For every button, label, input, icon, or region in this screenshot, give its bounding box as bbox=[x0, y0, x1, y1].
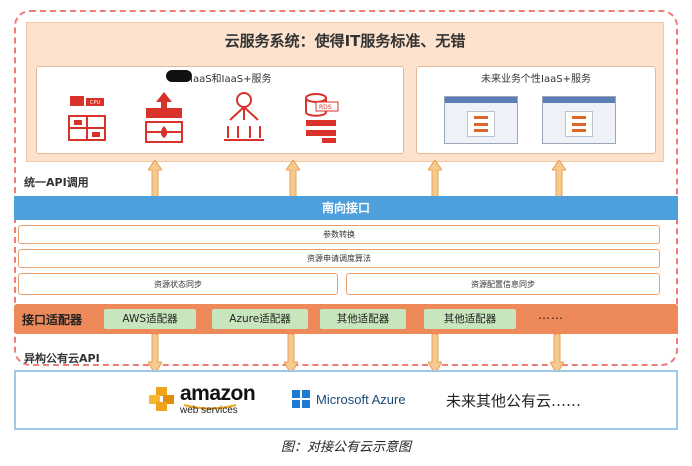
unified-api-label: 统一API调用 bbox=[24, 176, 89, 189]
interface-adapter-label: 接口适配器 bbox=[22, 313, 83, 327]
resource-config-sync-bar: 资源配置信息同步 bbox=[346, 273, 660, 295]
firewall-icon bbox=[145, 92, 183, 143]
system-boundary bbox=[14, 10, 678, 366]
redacted-mark bbox=[166, 70, 192, 82]
windows-logo-icon bbox=[292, 390, 310, 408]
arrow-down bbox=[550, 334, 564, 374]
arrow-up bbox=[428, 160, 442, 198]
future-clouds-text: 未来其他公有云…… bbox=[446, 392, 582, 410]
rds-database-icon: RDS bbox=[305, 93, 339, 143]
future-services-title: 未来业务个性IaaS+服务 bbox=[481, 74, 591, 85]
cpu-server-icon: CPU bbox=[68, 96, 106, 141]
aws-cubes-icon bbox=[149, 387, 174, 411]
load-balancer-icon bbox=[224, 92, 264, 141]
amazon-logo-text: amazon bbox=[180, 382, 256, 405]
iaas-panel-title: IaaS和IaaS+服务 bbox=[190, 74, 272, 85]
rds-label: RDS bbox=[319, 104, 332, 111]
more-adapters-ellipsis: …… bbox=[538, 308, 564, 322]
other-adapter: 其他适配器 bbox=[424, 309, 516, 329]
other-adapter: 其他适配器 bbox=[320, 309, 406, 329]
cpu-label: CPU bbox=[90, 100, 101, 106]
aws-adapter: AWS适配器 bbox=[104, 309, 196, 329]
amazon-smile-icon bbox=[183, 404, 237, 410]
arrow-up bbox=[148, 160, 162, 198]
resource-status-sync-bar: 资源状态同步 bbox=[18, 273, 338, 295]
parameter-conversion-bar: 参数转换 bbox=[18, 225, 660, 244]
arrow-down bbox=[148, 334, 162, 374]
app-window-thumbnail bbox=[542, 96, 616, 144]
arrow-up bbox=[286, 160, 300, 198]
south-interface-bar: 南向接口 bbox=[14, 196, 678, 220]
app-window-thumbnail bbox=[444, 96, 518, 144]
microsoft-azure-text: Microsoft Azure bbox=[316, 392, 406, 407]
cloud-service-title: 云服务系统：使得IT服务标准、无错 bbox=[224, 32, 466, 50]
resource-scheduling-bar: 资源申请调度算法 bbox=[18, 249, 660, 268]
arrow-down bbox=[284, 334, 298, 374]
figure-caption: 图：对接公有云示意图 bbox=[280, 440, 411, 455]
amazon-web-services-text: web services bbox=[180, 405, 238, 416]
arrow-down bbox=[428, 334, 442, 374]
public-clouds-row bbox=[14, 370, 678, 430]
arrow-up bbox=[552, 160, 566, 198]
heterogeneous-cloud-api-label: 异构公有云API bbox=[24, 352, 100, 365]
azure-adapter: Azure适配器 bbox=[212, 309, 308, 329]
